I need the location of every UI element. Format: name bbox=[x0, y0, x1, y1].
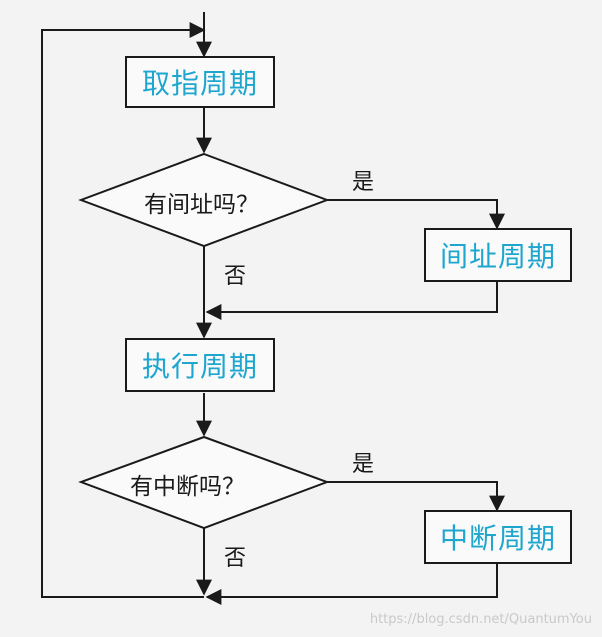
loop-back-connector bbox=[41, 22, 206, 598]
interrupt-yes-connector bbox=[327, 481, 505, 512]
execute-cycle-box: 执行周期 bbox=[125, 338, 275, 392]
indirect-cycle-box: 间址周期 bbox=[424, 228, 572, 282]
interrupt-no-label: 否 bbox=[224, 546, 247, 571]
interrupt-decision-label: 有中断吗？ bbox=[130, 474, 245, 500]
indirect-decision-label: 有间址吗？ bbox=[144, 192, 259, 218]
interrupt-yes-label: 是 bbox=[352, 452, 375, 477]
fetch-cycle-box: 取指周期 bbox=[125, 56, 275, 108]
indirect-yes-connector bbox=[327, 199, 505, 230]
indirect-return-connector bbox=[205, 280, 498, 320]
interrupt-return-connector bbox=[205, 564, 498, 605]
indirect-no-label: 否 bbox=[224, 264, 247, 289]
indirect-yes-label: 是 bbox=[352, 170, 375, 195]
source-watermark: https://blog.csdn.net/QuantumYou bbox=[369, 612, 592, 627]
interrupt-cycle-box: 中断周期 bbox=[424, 510, 572, 564]
